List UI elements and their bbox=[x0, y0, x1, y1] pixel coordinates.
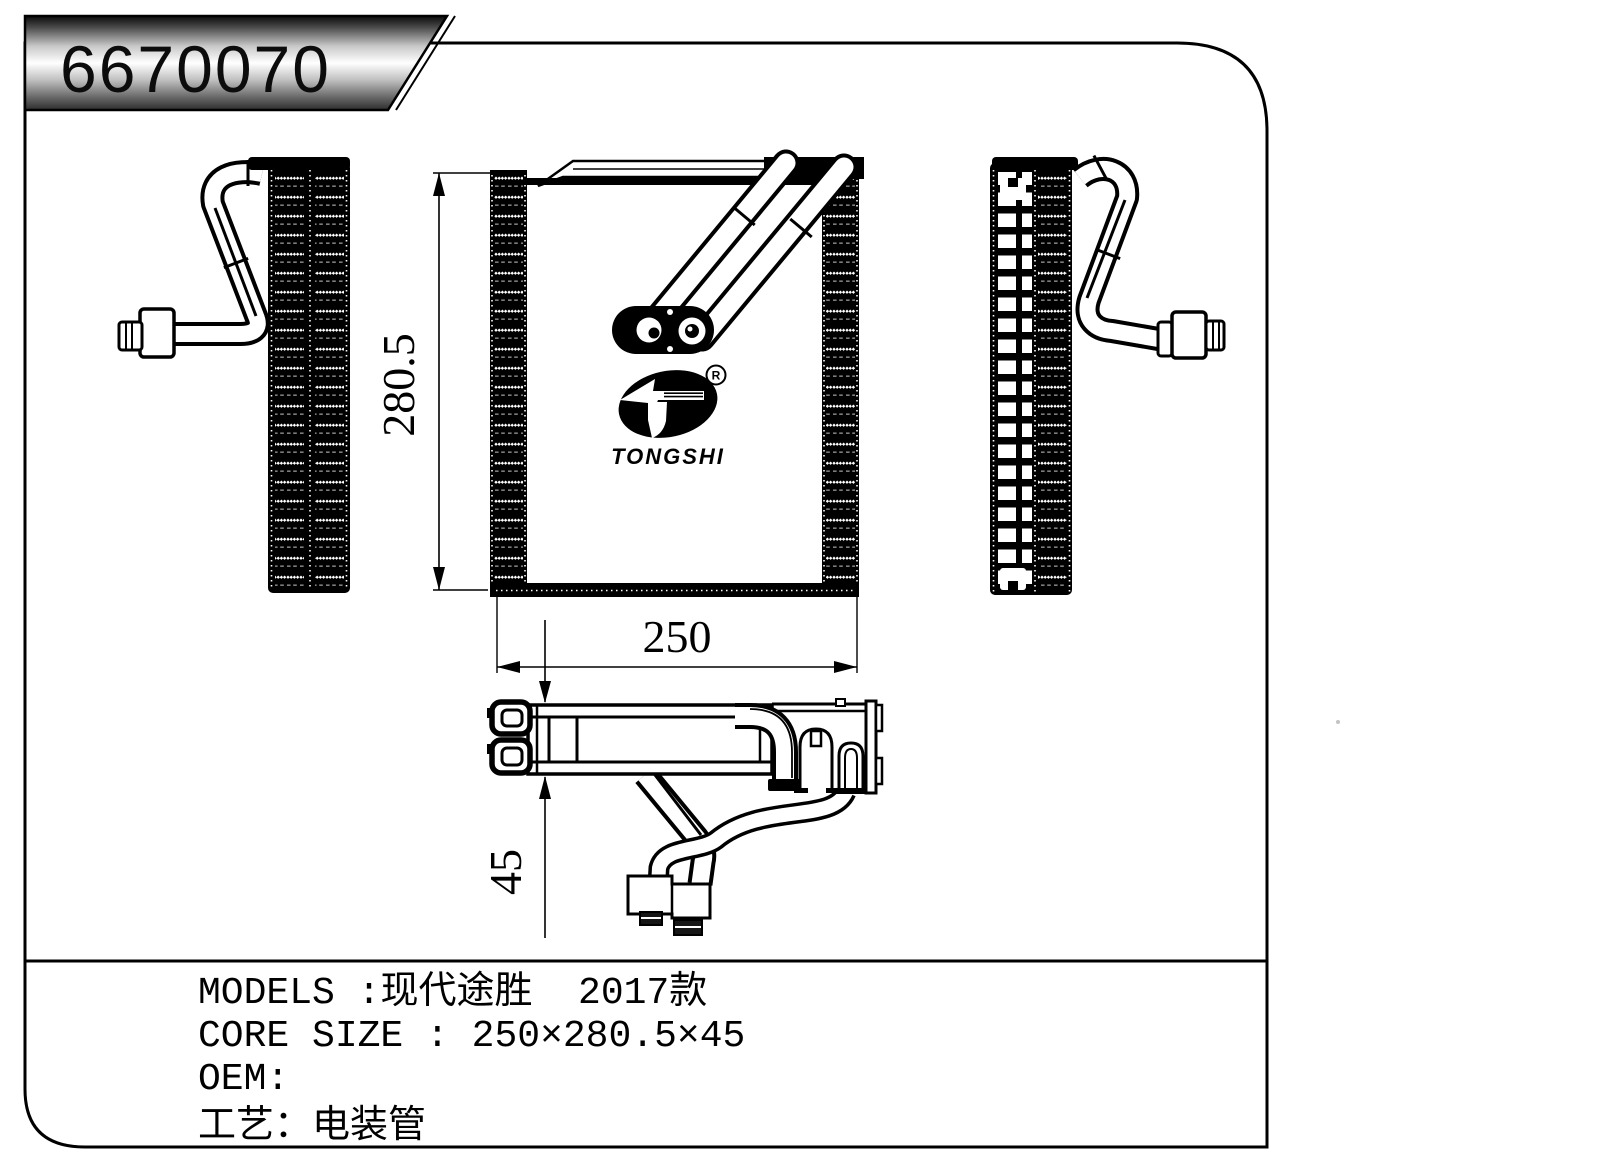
bottom-arch-inner bbox=[844, 747, 858, 790]
end-plate-tab bbox=[874, 703, 884, 733]
pipe-joint bbox=[789, 217, 813, 239]
process-line: 工艺：电装管 bbox=[198, 1104, 426, 1149]
arrowhead-down bbox=[433, 567, 445, 590]
part-number-banner: 6670070 bbox=[23, 14, 456, 112]
bottom-port-cap-hole bbox=[500, 746, 524, 767]
registered-trademark-icon bbox=[705, 364, 727, 386]
right-pipe-divider bbox=[1085, 199, 1127, 299]
valve-bolt-hole bbox=[667, 309, 673, 315]
core-size-label: CORE SIZE : bbox=[198, 1015, 472, 1058]
left-pipe-joint bbox=[223, 256, 249, 270]
left-pipe bbox=[175, 164, 266, 342]
left-fitting-nut bbox=[138, 307, 176, 359]
brand-logo: R TONGSHI bbox=[611, 364, 727, 469]
right-top-bracket-notch bbox=[1008, 178, 1018, 187]
core-size-value: 250×280.5×45 bbox=[472, 1015, 746, 1058]
banner-shadow-line bbox=[395, 15, 456, 111]
bottom-bracket-door bbox=[798, 727, 834, 790]
front-left-tank-fins bbox=[494, 173, 523, 590]
right-top-bracket bbox=[1000, 178, 1026, 200]
front-rear-pipe bbox=[692, 157, 854, 348]
depth-dimension-label: 45 bbox=[480, 849, 531, 895]
bottom-notch bbox=[835, 698, 846, 707]
banner-plate bbox=[23, 14, 450, 112]
dimension-depth: 45 bbox=[480, 620, 551, 938]
logo-arrow-stem bbox=[648, 402, 667, 438]
part-number: 6670070 bbox=[60, 32, 331, 106]
dimension-width: 250 bbox=[496, 594, 858, 673]
frame-border bbox=[23, 41, 1269, 1149]
arrowhead-down bbox=[539, 681, 551, 703]
valve-port-right-dot bbox=[687, 326, 693, 332]
oem-label: OEM: bbox=[198, 1058, 289, 1101]
left-core-fins bbox=[275, 169, 304, 588]
right-fitting-tip bbox=[1204, 319, 1226, 352]
valve-port-right-ring bbox=[685, 324, 699, 338]
valve-bolt-hole bbox=[667, 346, 673, 352]
left-core-fins bbox=[315, 169, 344, 588]
bottom-port-cap-hole bbox=[500, 708, 524, 728]
brand-name: TONGSHI bbox=[611, 444, 725, 469]
bracket-foot bbox=[794, 788, 808, 793]
bottom-elbow-flange bbox=[768, 779, 802, 791]
bottom-tube-divider bbox=[650, 770, 703, 836]
bottom-view bbox=[487, 698, 884, 936]
right-fitting-nut bbox=[1170, 310, 1208, 360]
core-size-line: CORE SIZE : 250×280.5×45 bbox=[198, 1015, 745, 1058]
models-value: 现代途胜 2017款 bbox=[380, 970, 707, 1015]
bottom-arch-bracket bbox=[837, 741, 865, 790]
front-view: R TONGSHI bbox=[490, 149, 864, 597]
left-side-view bbox=[117, 157, 350, 593]
right-side-view bbox=[990, 154, 1226, 595]
right-pipe-joint bbox=[1095, 247, 1121, 261]
process-value: 电装管 bbox=[312, 1104, 426, 1149]
oem-line: OEM: bbox=[198, 1058, 289, 1101]
valve-port-left-core bbox=[648, 327, 660, 339]
dimension-height: 280.5 bbox=[373, 172, 492, 591]
arrowhead-up bbox=[539, 776, 551, 799]
left-fitting-tip bbox=[117, 320, 144, 352]
bottom-elbow-divider bbox=[749, 708, 793, 778]
logo-arrow bbox=[620, 379, 704, 405]
process-label: 工艺： bbox=[198, 1105, 312, 1149]
bottom-elbow bbox=[735, 707, 794, 780]
bottom-end-plate bbox=[864, 699, 878, 795]
page-frame bbox=[23, 41, 1340, 1149]
bottom-bracket-tab bbox=[809, 729, 823, 748]
stray-speck bbox=[1336, 720, 1340, 724]
right-bottom-bracket-notch bbox=[1008, 581, 1018, 590]
front-top-edge bbox=[523, 178, 826, 185]
models-line: MODELS :现代途胜 2017款 bbox=[198, 970, 707, 1015]
right-bottom-bracket bbox=[1000, 568, 1026, 590]
arrowhead-up bbox=[433, 173, 445, 196]
right-pipe-collar bbox=[1092, 154, 1108, 180]
width-dimension-label: 250 bbox=[643, 611, 712, 662]
front-front-pipe bbox=[646, 153, 796, 330]
arch-foot bbox=[834, 788, 868, 794]
arrowhead-left bbox=[497, 661, 520, 673]
models-label: MODELS : bbox=[198, 972, 380, 1015]
bracket-foot bbox=[826, 788, 840, 793]
front-right-tank-fins bbox=[826, 173, 855, 590]
right-core-tubes bbox=[998, 172, 1032, 590]
front-bottom-strip bbox=[490, 583, 859, 597]
end-plate-tab bbox=[874, 756, 884, 786]
right-core-fins bbox=[1038, 170, 1067, 592]
right-fitting-collar bbox=[1156, 320, 1174, 358]
pipe-joint bbox=[732, 205, 756, 227]
bottom-cross-tube bbox=[651, 788, 853, 887]
right-pipe bbox=[1074, 161, 1166, 348]
height-dimension-label: 280.5 bbox=[373, 333, 424, 437]
registered-mark: R bbox=[712, 369, 721, 383]
arrowhead-right bbox=[834, 661, 857, 673]
spec-block: MODELS :现代途胜 2017款 CORE SIZE : 250×280.5… bbox=[198, 970, 745, 1149]
